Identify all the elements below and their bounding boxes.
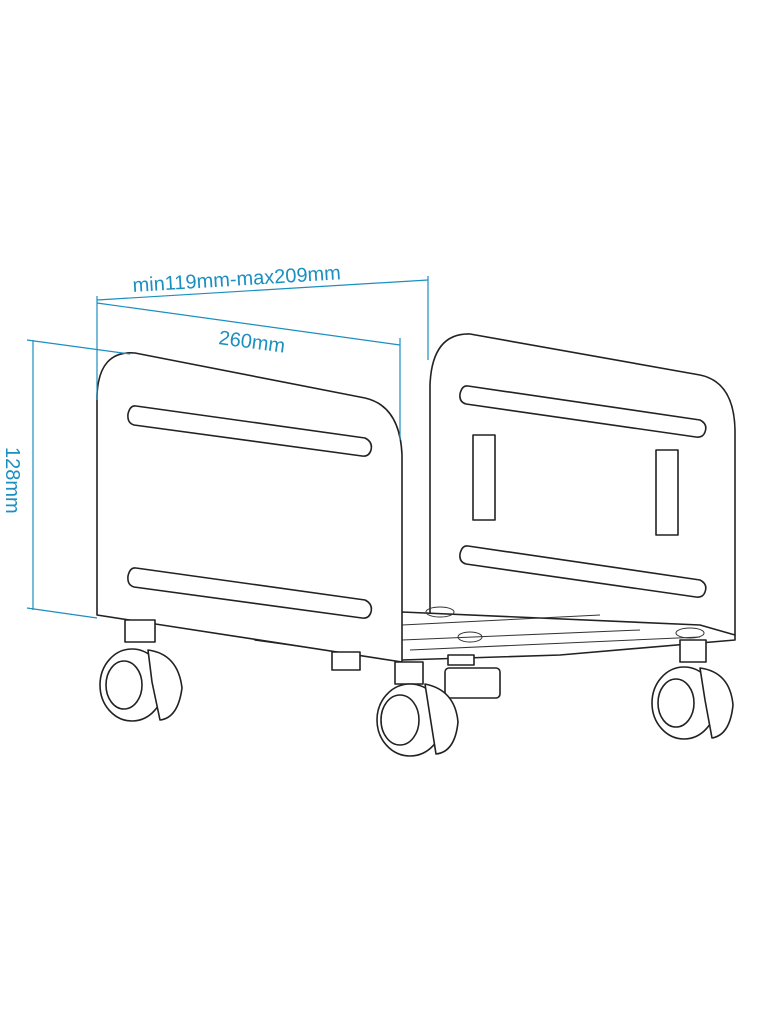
front-lower-slot: [127, 567, 373, 619]
height-label: 128mm: [1, 447, 23, 514]
caster-rear-right: [651, 639, 734, 740]
caster-rear-middle: [444, 654, 501, 699]
depth-label: 260mm: [217, 327, 286, 358]
front-upper-slot: [127, 405, 373, 457]
dimension-height: 128mm: [1, 339, 131, 619]
rear-lower-slot: [459, 545, 707, 598]
caster-front-middle: [331, 651, 459, 757]
rear-upper-slot: [459, 385, 707, 438]
rear-bracket-left: [472, 434, 496, 521]
rear-side-panel: [429, 333, 736, 641]
caster-front-left: [99, 619, 183, 722]
rear-bracket-right: [655, 449, 679, 536]
front-side-panel: [96, 352, 403, 663]
